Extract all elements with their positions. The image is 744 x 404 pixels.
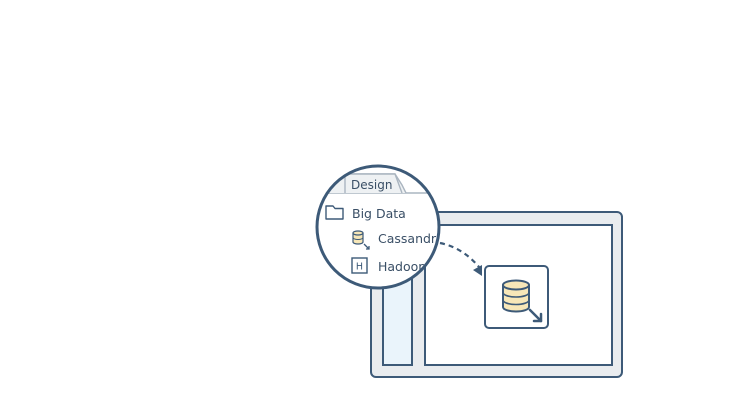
database-input-icon <box>502 279 543 323</box>
tab-design-label: Design <box>351 178 392 192</box>
canvas-component[interactable] <box>484 265 549 329</box>
drag-arrow <box>439 241 482 276</box>
palette-item-hadoop[interactable]: H Hadoop <box>351 257 426 274</box>
palette-item-label: Hadoop <box>378 259 426 274</box>
palette-item-label: Cassandra <box>378 231 444 246</box>
palette-item-cassandra[interactable]: Cassandra <box>352 230 444 250</box>
palette-folder-big-data[interactable]: Big Data <box>325 205 406 221</box>
hadoop-h-icon: H <box>351 257 368 274</box>
folder-icon <box>325 205 344 220</box>
magnifier-rim <box>315 164 441 290</box>
hadoop-icon-letter: H <box>356 262 363 273</box>
magnifier-lens: Design Big Data Cassandra <box>315 164 444 290</box>
folder-label: Big Data <box>352 206 406 221</box>
cassandra-database-icon <box>352 230 370 250</box>
